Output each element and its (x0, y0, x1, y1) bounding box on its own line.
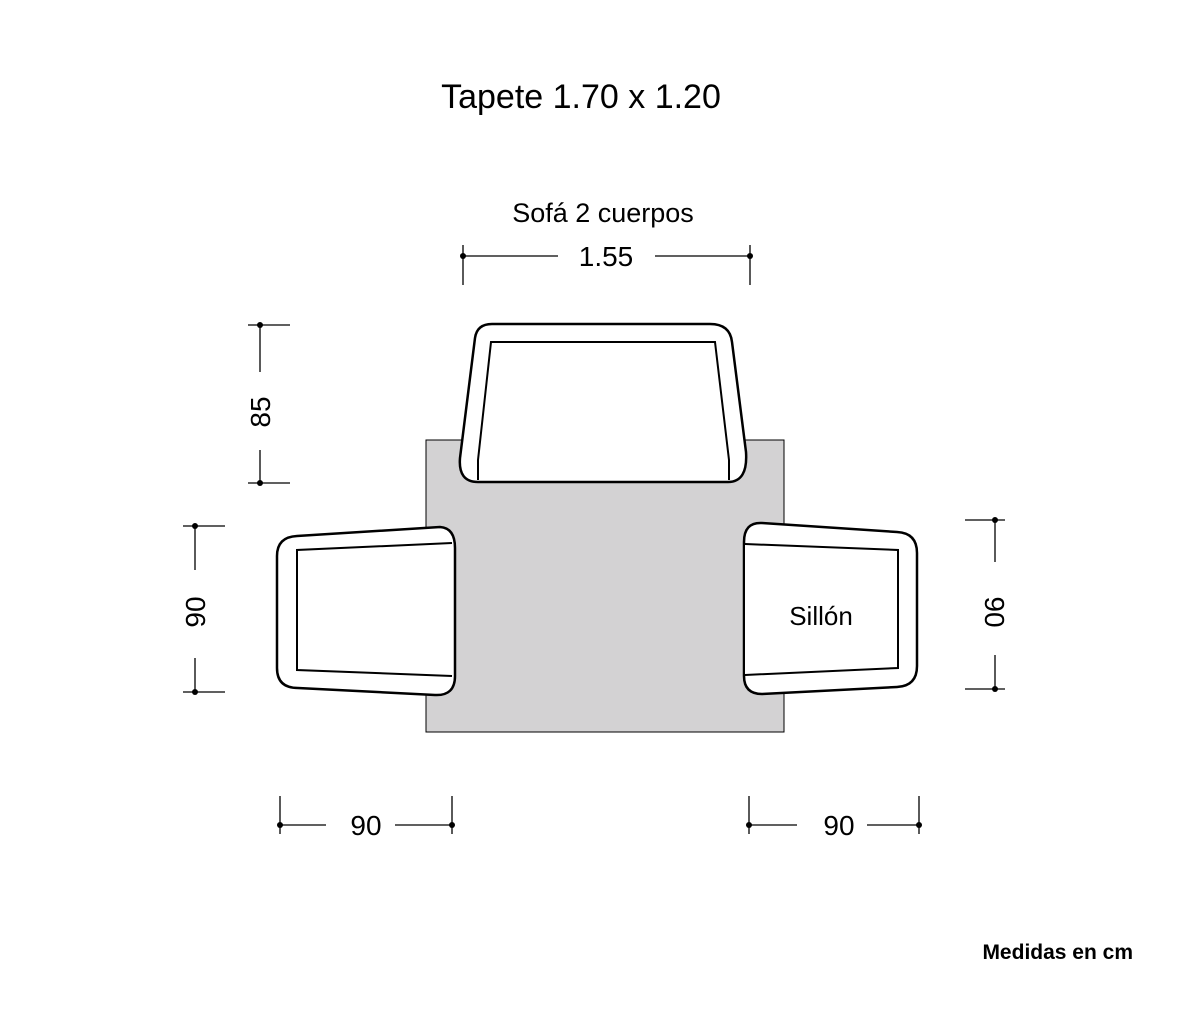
sofa-depth-dimension: 85 (245, 322, 290, 486)
diagram-title: Tapete 1.70 x 1.20 (441, 78, 721, 116)
left-chair-width-dimension: 90 (277, 796, 455, 841)
svg-text:1.55: 1.55 (579, 241, 634, 272)
right-chair-depth-dimension: 90 (965, 517, 1010, 692)
units-note: Medidas en cm (982, 941, 1133, 964)
left-chair-depth-dimension: 90 (180, 523, 225, 695)
svg-text:90: 90 (979, 596, 1010, 627)
svg-text:90: 90 (180, 596, 211, 627)
svg-text:90: 90 (350, 810, 381, 841)
right-armchair: Sillón (742, 521, 919, 696)
svg-text:85: 85 (245, 396, 276, 427)
sofa-width-dimension: 1.55 (460, 241, 753, 285)
rug (425, 439, 785, 733)
right-chair-width-dimension: 90 (746, 796, 922, 841)
sofa-label: Sofá 2 cuerpos (512, 198, 694, 228)
sofa (458, 322, 748, 484)
left-armchair (275, 525, 457, 697)
armchair-label: Sillón (789, 601, 853, 631)
svg-text:90: 90 (823, 810, 854, 841)
